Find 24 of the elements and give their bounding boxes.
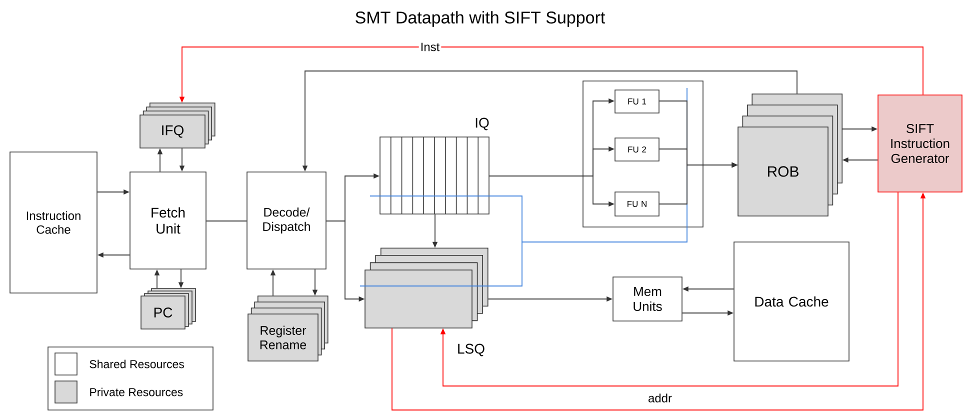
stacked-box: PC [140,288,196,330]
stacked-box: Register Rename [248,296,328,362]
node-label: IQ [476,118,489,130]
stacked-box: ROB [738,94,842,216]
unit-box: Mem Units [612,276,682,322]
queue-drawing: IQ [380,118,490,214]
unit-box: Data Cache [734,242,850,362]
node-label: LSQ [458,344,484,356]
arrow [440,192,898,386]
stacked-queue-box: LSQ [364,248,488,356]
unit-box: Decode/ Dispatch [246,172,326,270]
title: SMT Datapath with SIFT Support [356,11,606,27]
container-box [582,80,704,228]
functional-unit-box: FU N [614,192,660,216]
unit-box: Instruction Cache [10,152,98,294]
functional-unit-box: FU 2 [614,138,660,162]
stacked-box: IFQ [140,102,216,148]
unit-box: Fetch Unit [130,172,206,270]
legend-label: Private Resources [90,388,183,396]
functional-unit-box: FU 1 [614,90,660,114]
edge-label: addr [646,392,674,404]
edge-label: Inst [418,41,442,53]
legend-label: Shared Resources [90,360,184,368]
unit-box: SIFT Instruction Generator [878,94,962,192]
